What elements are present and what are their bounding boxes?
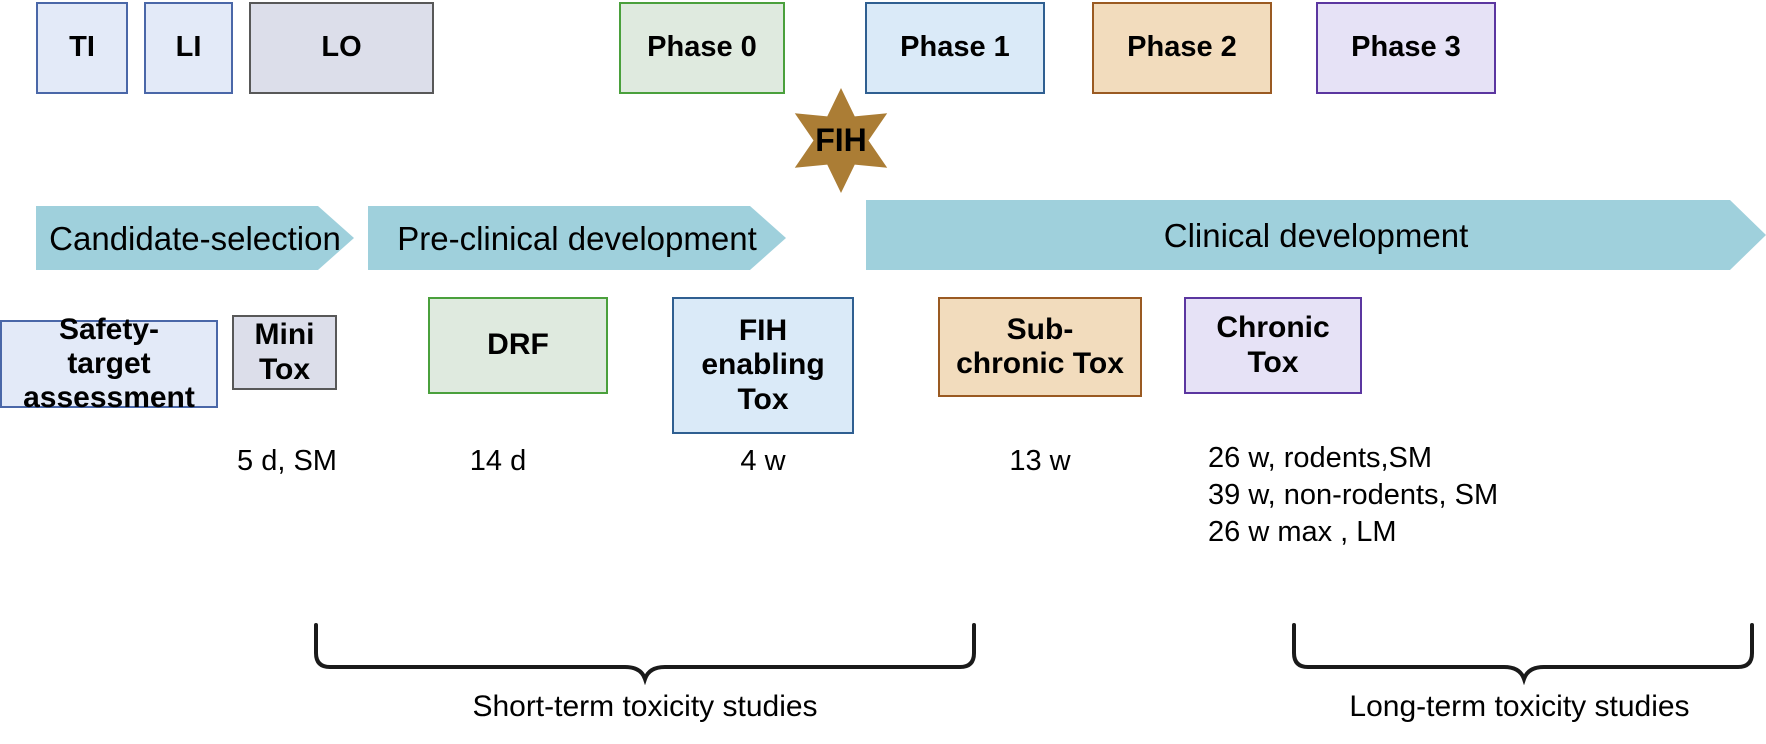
duration-mini-tox: 5 d, SM bbox=[237, 445, 337, 477]
top-box-phase-0-label: Phase 0 bbox=[647, 31, 757, 64]
top-box-phase-2: Phase 2 bbox=[1092, 2, 1272, 94]
phase-band-preclinical-development-label: Pre-clinical development bbox=[397, 219, 757, 257]
top-box-phase-1-label: Phase 1 bbox=[900, 31, 1010, 64]
duration-chronic-tox: 26 w, rodents,SM 39 w, non-rodents, SM 2… bbox=[1208, 442, 1499, 549]
study-box-drf: DRF bbox=[428, 297, 608, 394]
study-box-chronic-tox: Chronic Tox bbox=[1184, 297, 1362, 394]
study-box-safety-target-assessment-label: Safety- target assessment bbox=[23, 312, 195, 415]
phase-band-clinical-development: Clinical development bbox=[866, 200, 1766, 270]
duration-sub-chronic-tox: 13 w bbox=[1009, 445, 1071, 477]
top-box-ti: TI bbox=[36, 2, 128, 94]
top-box-li: LI bbox=[144, 2, 233, 94]
study-box-mini-tox-label: Mini Tox bbox=[254, 318, 315, 386]
duration-drf: 14 d bbox=[469, 445, 527, 477]
top-box-phase-3-label: Phase 3 bbox=[1351, 31, 1461, 64]
fih-milestone-label: FIH bbox=[815, 122, 867, 158]
fih-milestone-star: FIH bbox=[786, 88, 896, 193]
top-box-lo: LO bbox=[249, 2, 434, 94]
brace-short-term-label: Short-term toxicity studies bbox=[472, 690, 818, 723]
study-box-safety-target-assessment: Safety- target assessment bbox=[0, 313, 218, 414]
top-box-phase-1: Phase 1 bbox=[865, 2, 1045, 94]
study-box-fih-enabling-tox: FIH enabling Tox bbox=[672, 297, 854, 434]
phase-band-candidate-selection-label: Candidate-selection bbox=[49, 219, 341, 257]
phase-band-clinical-development-label: Clinical development bbox=[1163, 216, 1469, 254]
study-box-chronic-tox-label: Chronic Tox bbox=[1216, 311, 1330, 379]
study-box-mini-tox: Mini Tox bbox=[232, 315, 337, 390]
study-box-sub-chronic-tox: Sub- chronic Tox bbox=[938, 297, 1142, 397]
study-box-fih-enabling-tox-label: FIH enabling Tox bbox=[701, 314, 825, 416]
brace-short-term bbox=[314, 623, 976, 685]
phase-band-candidate-selection: Candidate-selection bbox=[36, 206, 354, 270]
brace-long-term bbox=[1292, 623, 1754, 685]
study-box-drf-label: DRF bbox=[487, 328, 549, 362]
top-box-ti-label: TI bbox=[69, 31, 95, 64]
duration-fih-enabling-tox: 4 w bbox=[740, 445, 786, 477]
phase-band-preclinical-development: Pre-clinical development bbox=[368, 206, 786, 270]
top-box-phase-2-label: Phase 2 bbox=[1127, 31, 1237, 64]
top-box-li-label: LI bbox=[175, 31, 202, 64]
top-box-phase-3: Phase 3 bbox=[1316, 2, 1496, 94]
study-box-sub-chronic-tox-label: Sub- chronic Tox bbox=[956, 312, 1124, 380]
top-box-lo-label: LO bbox=[321, 31, 362, 64]
top-box-phase-0: Phase 0 bbox=[619, 2, 785, 94]
brace-long-term-label: Long-term toxicity studies bbox=[1349, 690, 1690, 723]
